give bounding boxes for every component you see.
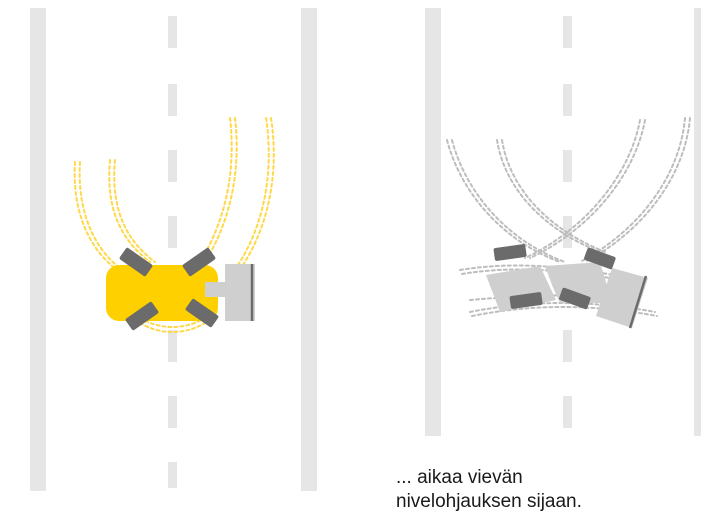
right-road-edge-left: [425, 8, 441, 436]
wheel-front-top: [584, 247, 616, 270]
right-road: [425, 8, 701, 436]
left-road: [30, 8, 317, 491]
caption: ... aikaa vievän nivelohjauksen sijaan.: [396, 466, 696, 514]
wheel-rear-right: [185, 298, 219, 328]
wheel-rear-left: [125, 301, 159, 331]
caption-line-1: ... aikaa vievän: [396, 467, 523, 488]
left-lane-marking: [168, 16, 177, 488]
wheel-rear-top: [493, 244, 527, 261]
track-left-inner: [108, 159, 151, 263]
boom: [205, 282, 231, 297]
wheel-front-right: [182, 247, 216, 277]
left-tire-tracks: [73, 117, 275, 333]
right-lane-marking: [563, 16, 572, 428]
left-road-edge-left: [30, 8, 46, 491]
left-road-edge-right: [301, 8, 317, 491]
right-road-edge-right: [694, 8, 701, 436]
track-right-inner: [199, 117, 233, 263]
track-right-outer: [235, 117, 270, 269]
bucket: [225, 264, 255, 321]
articulated-steering-machine: [486, 244, 648, 329]
wheel-rear-bottom: [509, 292, 543, 309]
caption-line-2: nivelohjauksen sijaan.: [396, 491, 582, 512]
wheel-front-bottom: [559, 287, 591, 310]
bucket-edge-right: [628, 275, 648, 329]
track-left-outer: [73, 161, 121, 273]
four-wheel-steering-machine: [106, 247, 255, 331]
wheel-front-left: [119, 247, 153, 277]
